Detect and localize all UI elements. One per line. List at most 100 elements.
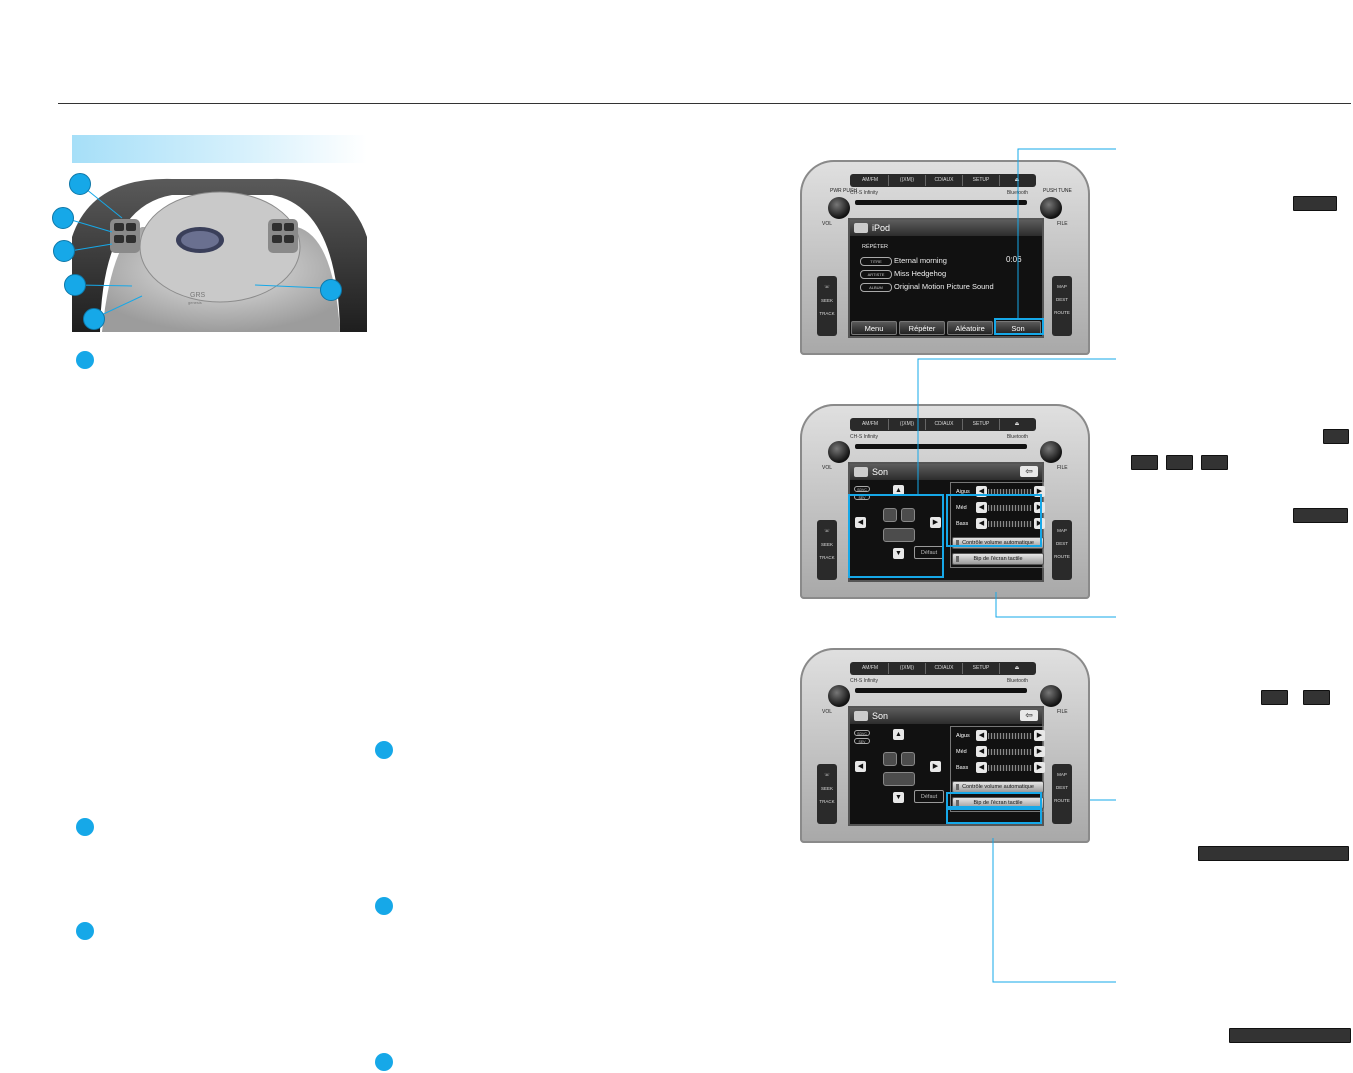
mid-decrease[interactable]: ◀ (976, 502, 987, 513)
map-button[interactable]: MAP (1057, 772, 1067, 777)
key-tag (1261, 690, 1288, 705)
treble-decrease[interactable]: ◀ (976, 486, 987, 497)
seat-front-right (901, 508, 915, 522)
balance-down-button[interactable]: ▼ (893, 548, 904, 559)
left-side-buttons[interactable]: ☏ SEEK TRACK (817, 276, 837, 336)
xm-button[interactable]: ((XM)) (889, 419, 926, 430)
route-button[interactable]: ROUTE (1054, 554, 1070, 559)
route-button[interactable]: ROUTE (1054, 798, 1070, 803)
seat-front-left (883, 752, 897, 766)
phone-icon[interactable]: ☏ (824, 772, 830, 777)
volume-knob[interactable] (828, 441, 850, 463)
balance-right-button[interactable]: ▶ (930, 517, 941, 528)
default-button[interactable]: Défaut (914, 790, 944, 803)
left-side-buttons[interactable]: ☏ SEEK TRACK (817, 520, 837, 580)
track-button[interactable]: TRACK (819, 555, 835, 560)
map-button[interactable]: MAP (1057, 528, 1067, 533)
callout-marker-3 (53, 240, 75, 262)
bass-decrease[interactable]: ◀ (976, 762, 987, 773)
phone-icon[interactable]: ☏ (824, 528, 830, 533)
bullet-marker (76, 818, 94, 836)
treble-decrease[interactable]: ◀ (976, 730, 987, 741)
key-tag (1293, 508, 1348, 523)
menu-button[interactable]: Menu (851, 321, 897, 335)
callout-marker-1 (69, 173, 91, 195)
cd-aux-button[interactable]: CD/AUX (926, 419, 963, 430)
treble-increase[interactable]: ▶ (1034, 486, 1045, 497)
volume-knob[interactable] (828, 685, 850, 707)
key-tag (1229, 1028, 1351, 1043)
artist-tag: ARTISTE (860, 270, 892, 279)
right-side-buttons[interactable]: MAP DEST ROUTE (1052, 276, 1072, 336)
mid-increase[interactable]: ▶ (1034, 746, 1045, 757)
treble-slider[interactable]: Aigus ◀ ▶ (954, 730, 1046, 742)
balance-down-button[interactable]: ▼ (893, 792, 904, 803)
route-button[interactable]: ROUTE (1054, 310, 1070, 315)
eject-button[interactable]: ⏏ (1014, 421, 1020, 427)
seek-button[interactable]: SEEK (820, 542, 833, 547)
am-fm-button[interactable]: AM/FM (852, 175, 889, 186)
balance-left-button[interactable]: ◀ (855, 517, 866, 528)
seek-button[interactable]: SEEK (820, 298, 833, 303)
phone-icon[interactable]: ☏ (824, 284, 830, 289)
setup-button[interactable]: SETUP (963, 663, 1000, 674)
bass-slider[interactable]: Bass ◀ ▶ (954, 518, 1046, 530)
repeat-button[interactable]: Répéter (899, 321, 945, 335)
mid-slider[interactable]: Méd ◀ ▶ (954, 502, 1046, 514)
tune-knob[interactable] (1040, 197, 1062, 219)
track-button[interactable]: TRACK (819, 311, 835, 316)
dest-button[interactable]: DEST (1055, 297, 1068, 302)
cd-aux-button[interactable]: CD/AUX (926, 175, 963, 186)
key-tag (1166, 455, 1193, 470)
callout-marker-5 (83, 308, 105, 330)
right-side-buttons[interactable]: MAP DEST ROUTE (1052, 764, 1072, 824)
bass-slider[interactable]: Bass ◀ ▶ (954, 762, 1046, 774)
file-label: FILE (1057, 465, 1068, 471)
xm-button[interactable]: ((XM)) (889, 175, 926, 186)
dest-button[interactable]: DEST (1055, 541, 1068, 546)
track-button[interactable]: TRACK (819, 799, 835, 804)
map-button[interactable]: MAP (1057, 284, 1067, 289)
balance-up-button[interactable]: ▲ (893, 485, 904, 496)
balance-left-button[interactable]: ◀ (855, 761, 866, 772)
mid-slider[interactable]: Méd ◀ ▶ (954, 746, 1046, 758)
touch-beep-button[interactable]: Bip de l'écran tactile (952, 553, 1044, 565)
am-fm-button[interactable]: AM/FM (852, 419, 889, 430)
tune-knob[interactable] (1040, 685, 1062, 707)
bass-decrease[interactable]: ◀ (976, 518, 987, 529)
sev-chip: SEV (854, 738, 870, 744)
cd-aux-button[interactable]: CD/AUX (926, 663, 963, 674)
volume-knob[interactable] (828, 197, 850, 219)
seek-button[interactable]: SEEK (820, 786, 833, 791)
setup-button[interactable]: SETUP (963, 419, 1000, 430)
eject-button[interactable]: ⏏ (1014, 665, 1020, 671)
mid-decrease[interactable]: ◀ (976, 746, 987, 757)
touch-beep-highlight (946, 808, 1042, 824)
shuffle-button[interactable]: Aléatoire (947, 321, 993, 335)
tune-knob[interactable] (1040, 441, 1062, 463)
left-side-buttons[interactable]: ☏ SEEK TRACK (817, 764, 837, 824)
eject-button[interactable]: ⏏ (1014, 177, 1020, 183)
dest-button[interactable]: DEST (1055, 785, 1068, 790)
treble-slider[interactable]: Aigus ◀ ▶ (954, 486, 1046, 498)
right-side-buttons[interactable]: MAP DEST ROUTE (1052, 520, 1072, 580)
mid-increase[interactable]: ▶ (1034, 502, 1045, 513)
bass-increase[interactable]: ▶ (1034, 762, 1045, 773)
bullet-marker (76, 922, 94, 940)
callout-marker-4 (64, 274, 86, 296)
sound-icon (854, 467, 868, 477)
back-button[interactable]: ⇦ (1020, 466, 1038, 477)
setup-button[interactable]: SETUP (963, 175, 1000, 186)
vol-label: VOL (822, 709, 833, 715)
treble-increase[interactable]: ▶ (1034, 730, 1045, 741)
am-fm-button[interactable]: AM/FM (852, 663, 889, 674)
xm-button[interactable]: ((XM)) (889, 663, 926, 674)
ipod-screen: iPod RÉPÉTER TITRE Eternal morning 0:06 … (848, 218, 1044, 338)
sound-button-highlight (994, 318, 1044, 335)
bass-increase[interactable]: ▶ (1034, 518, 1045, 529)
balance-right-button[interactable]: ▶ (930, 761, 941, 772)
bullet-marker (375, 897, 393, 915)
back-button[interactable]: ⇦ (1020, 710, 1038, 721)
balance-up-button[interactable]: ▲ (893, 729, 904, 740)
section-band (72, 135, 367, 163)
